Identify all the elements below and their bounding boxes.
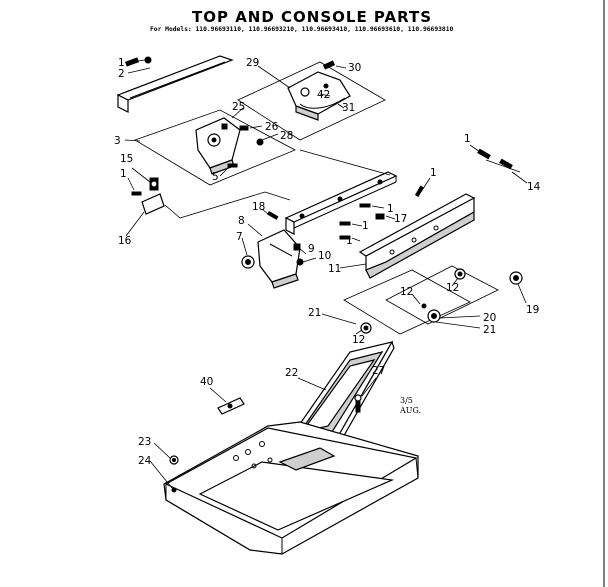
callout-1b: 1 bbox=[120, 168, 127, 180]
diagram-title: TOP AND CONSOLE PARTS bbox=[192, 8, 432, 26]
callout-21b: 21 bbox=[483, 324, 496, 336]
callout-12b: 12 bbox=[400, 286, 413, 298]
screw-1e bbox=[359, 203, 371, 208]
screw-30 bbox=[322, 60, 336, 70]
callout-30: 30 bbox=[348, 62, 361, 74]
callout-16: 16 bbox=[118, 235, 132, 247]
timer-mount bbox=[195, 117, 241, 175]
screw-5 bbox=[227, 163, 238, 168]
console-rear-bracket bbox=[284, 171, 398, 235]
callout-1d: 1 bbox=[430, 167, 437, 179]
callout-21a: 21 bbox=[308, 307, 321, 319]
model-numbers: For Models: 110.96693110, 110.96693210, … bbox=[150, 26, 453, 33]
screw-14a bbox=[477, 148, 491, 160]
callout-3: 3 bbox=[114, 135, 121, 147]
callout-11: 11 bbox=[328, 263, 341, 275]
callout-22: 22 bbox=[285, 367, 298, 379]
screw-1g bbox=[339, 235, 351, 240]
lid bbox=[284, 340, 395, 448]
callout-2: 2 bbox=[118, 68, 125, 80]
callout-10: 10 bbox=[318, 250, 331, 262]
callout-40: 40 bbox=[200, 376, 213, 388]
callout-8: 8 bbox=[238, 215, 245, 227]
callout-1c: 1 bbox=[346, 235, 353, 247]
switch-12a bbox=[454, 268, 466, 280]
callout-1f: 1 bbox=[362, 220, 369, 232]
screw-1a bbox=[144, 56, 152, 64]
revision-note-line2: AUG. bbox=[399, 406, 421, 415]
callout-24: 24 bbox=[138, 455, 152, 467]
clip-9 bbox=[293, 243, 301, 251]
callout-19: 19 bbox=[526, 304, 539, 316]
switch-12b bbox=[421, 303, 441, 323]
rear-panel bbox=[116, 55, 234, 113]
nut-28 bbox=[256, 138, 264, 146]
switch-12c bbox=[360, 322, 372, 334]
clip-17 bbox=[375, 213, 385, 220]
callout-25: 25 bbox=[232, 101, 245, 113]
revision-note-line1: 3/5 bbox=[400, 396, 413, 405]
callout-17: 17 bbox=[394, 213, 407, 225]
callout-7: 7 bbox=[236, 231, 243, 243]
callout-1c-right: 1 bbox=[464, 133, 471, 145]
callout-31: 31 bbox=[342, 102, 355, 114]
callout-12c: 12 bbox=[352, 334, 365, 346]
callout-15: 15 bbox=[120, 153, 133, 165]
top-panel bbox=[163, 421, 419, 555]
console-end-cap bbox=[257, 229, 301, 289]
callout-23: 23 bbox=[138, 436, 151, 448]
callout-1e: 1 bbox=[387, 203, 394, 215]
callout-9: 9 bbox=[308, 243, 315, 255]
screw-1d bbox=[414, 185, 424, 198]
callout-1: 1 bbox=[118, 57, 125, 69]
screw-1b bbox=[131, 191, 142, 196]
clip-10 bbox=[296, 258, 304, 266]
screw-18 bbox=[266, 210, 279, 220]
screw-1f bbox=[339, 221, 351, 226]
callout-5: 5 bbox=[212, 171, 219, 183]
callout-12a: 12 bbox=[446, 282, 459, 294]
callout-14: 14 bbox=[527, 181, 541, 193]
knob-7 bbox=[241, 255, 255, 269]
hinge-bracket bbox=[141, 177, 165, 215]
callout-26: 26 bbox=[265, 121, 279, 133]
callout-28: 28 bbox=[280, 130, 293, 142]
callout-18: 18 bbox=[252, 201, 265, 213]
timer-bracket bbox=[287, 71, 351, 121]
bumper-23 bbox=[169, 455, 179, 465]
callout-29: 29 bbox=[246, 57, 259, 69]
callout-27: 27 bbox=[372, 365, 385, 377]
clip-26 bbox=[239, 125, 249, 131]
lid-switch bbox=[217, 397, 245, 415]
console-panel bbox=[358, 193, 476, 279]
callout-20: 20 bbox=[483, 312, 496, 324]
screw-14b bbox=[499, 158, 513, 170]
callout-42: 42 bbox=[317, 89, 330, 101]
hinge-pin bbox=[354, 394, 362, 413]
knob-19 bbox=[509, 271, 523, 285]
screw-24 bbox=[171, 487, 177, 493]
